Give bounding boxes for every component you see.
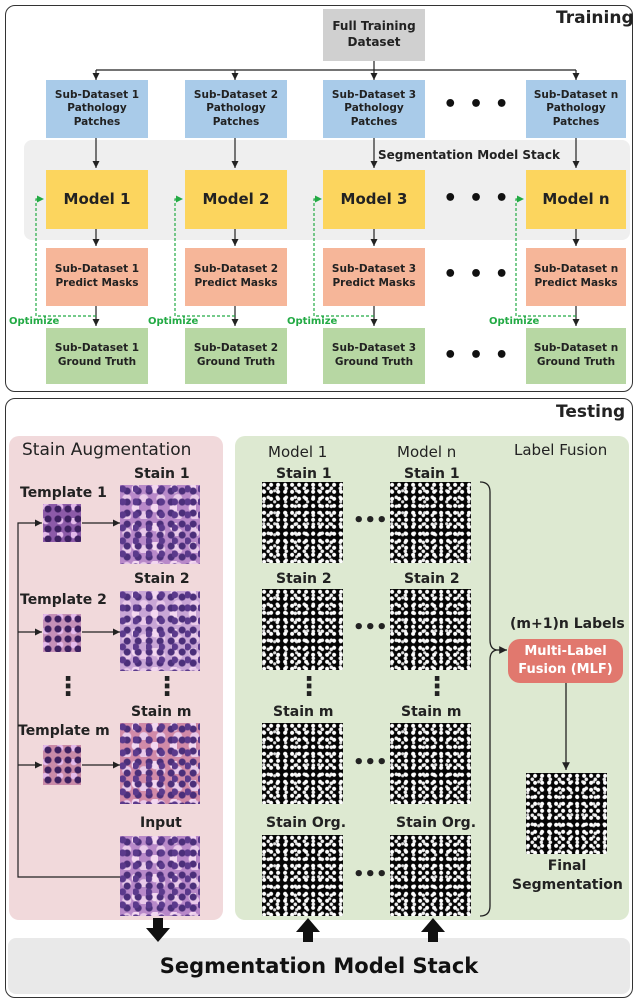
mask-row-m-model-1 (262, 723, 343, 804)
bottom-arrows (146, 918, 445, 942)
sub-dataset-n-patches: Sub-Dataset n Pathology Patches (526, 80, 626, 138)
training-connectors (35, 61, 580, 326)
stain-vdots: ⋮ (154, 672, 180, 702)
fusion-row-m-label-right: Stain m (401, 704, 462, 720)
stain-2-label: Stain 2 (134, 571, 190, 587)
template-vdots: ⋮ (55, 672, 81, 702)
hdots-row-m: ••• (353, 752, 388, 773)
labels-count: (m+1)n Labels (510, 616, 625, 632)
fusion-row-1-label-left: Stain 1 (276, 466, 332, 482)
final-segmentation-label: Final Segmentation (512, 858, 623, 893)
mask-row-org-model-n (390, 835, 471, 916)
fusion-row-1-label-right: Stain 1 (404, 466, 460, 482)
full-training-dataset: Full Training Dataset (323, 9, 425, 61)
model-n-box: Model n (526, 170, 626, 229)
mask-row-1-model-1 (262, 482, 343, 563)
stain-aug-connectors (17, 519, 120, 878)
hdots-row-1: ••• (353, 510, 388, 531)
fusion-vdots-left: ⋮ (296, 672, 322, 702)
model-n-header: Model n (397, 443, 457, 461)
fusion-connectors (479, 481, 570, 917)
hdots-row-org: ••• (353, 864, 388, 885)
fusion-row-2-label-right: Stain 2 (404, 571, 460, 587)
sub-dataset-n-truth: Sub-Dataset n Ground Truth (526, 328, 626, 384)
template-m-image (43, 745, 81, 785)
template-m-label: Template m (18, 723, 110, 739)
model-3-box: Model 3 (323, 170, 425, 229)
mask-row-org-model-1 (262, 835, 343, 916)
sub-dataset-1-predict: Sub-Dataset 1 Predict Masks (46, 248, 148, 306)
sub-dataset-2-patches: Sub-Dataset 2 Pathology Patches (185, 80, 287, 138)
segmentation-model-stack-label: Segmentation Model Stack (378, 148, 560, 162)
stain-1-label: Stain 1 (134, 466, 190, 482)
sub-dataset-3-truth: Sub-Dataset 3 Ground Truth (323, 328, 425, 384)
mask-row-m-model-n (390, 723, 471, 804)
final-segmentation-image (526, 773, 607, 854)
optimize-label-2: Optimize (148, 316, 199, 327)
ellipsis-row-1: • • • (443, 92, 511, 117)
input-image (120, 836, 200, 916)
stain-augmentation-title: Stain Augmentation (22, 440, 192, 460)
fusion-row-2-label-left: Stain 2 (276, 571, 332, 587)
label-fusion-title: Label Fusion (514, 441, 608, 459)
stain-1-image (120, 485, 200, 564)
fusion-vdots-right: ⋮ (424, 672, 450, 702)
training-title: Training (556, 8, 634, 28)
template-2-label: Template 2 (20, 592, 107, 608)
multi-label-fusion-box: Multi-Label Fusion (MLF) (508, 639, 623, 683)
sub-dataset-n-predict: Sub-Dataset n Predict Masks (526, 248, 626, 306)
model-1-box: Model 1 (46, 170, 148, 229)
sub-dataset-2-predict: Sub-Dataset 2 Predict Masks (185, 248, 287, 306)
template-1-image (43, 504, 81, 542)
sub-dataset-2-truth: Sub-Dataset 2 Ground Truth (185, 328, 287, 384)
ellipsis-row-2: • • • (443, 186, 511, 211)
hdots-row-2: ••• (353, 617, 388, 638)
sub-dataset-3-predict: Sub-Dataset 3 Predict Masks (323, 248, 425, 306)
template-2-image (43, 614, 81, 652)
ellipsis-row-3: • • • (443, 262, 511, 287)
sub-dataset-1-patches: Sub-Dataset 1 Pathology Patches (46, 80, 148, 138)
optimize-label-3: Optimize (287, 316, 338, 327)
ellipsis-row-4: • • • (443, 343, 511, 368)
fusion-row-org-label-left: Stain Org. (266, 815, 347, 831)
mask-row-2-model-1 (262, 589, 343, 670)
mask-row-1-model-n (390, 482, 471, 563)
bottom-segmentation-model-stack: Segmentation Model Stack (8, 938, 630, 994)
fusion-row-m-label-left: Stain m (273, 704, 334, 720)
model-2-box: Model 2 (185, 170, 287, 229)
optimize-label-1: Optimize (9, 316, 60, 327)
input-label: Input (140, 815, 182, 831)
stain-m-label: Stain m (131, 704, 192, 720)
model-1-header: Model 1 (268, 443, 328, 461)
stain-2-image (120, 591, 200, 671)
fusion-row-org-label-right: Stain Org. (396, 815, 477, 831)
sub-dataset-1-truth: Sub-Dataset 1 Ground Truth (46, 328, 148, 384)
stain-m-image (120, 723, 200, 804)
testing-title: Testing (556, 402, 626, 422)
optimize-label-n: Optimize (489, 316, 540, 327)
mask-row-2-model-n (390, 589, 471, 670)
sub-dataset-3-patches: Sub-Dataset 3 Pathology Patches (323, 80, 425, 138)
template-1-label: Template 1 (20, 485, 107, 501)
